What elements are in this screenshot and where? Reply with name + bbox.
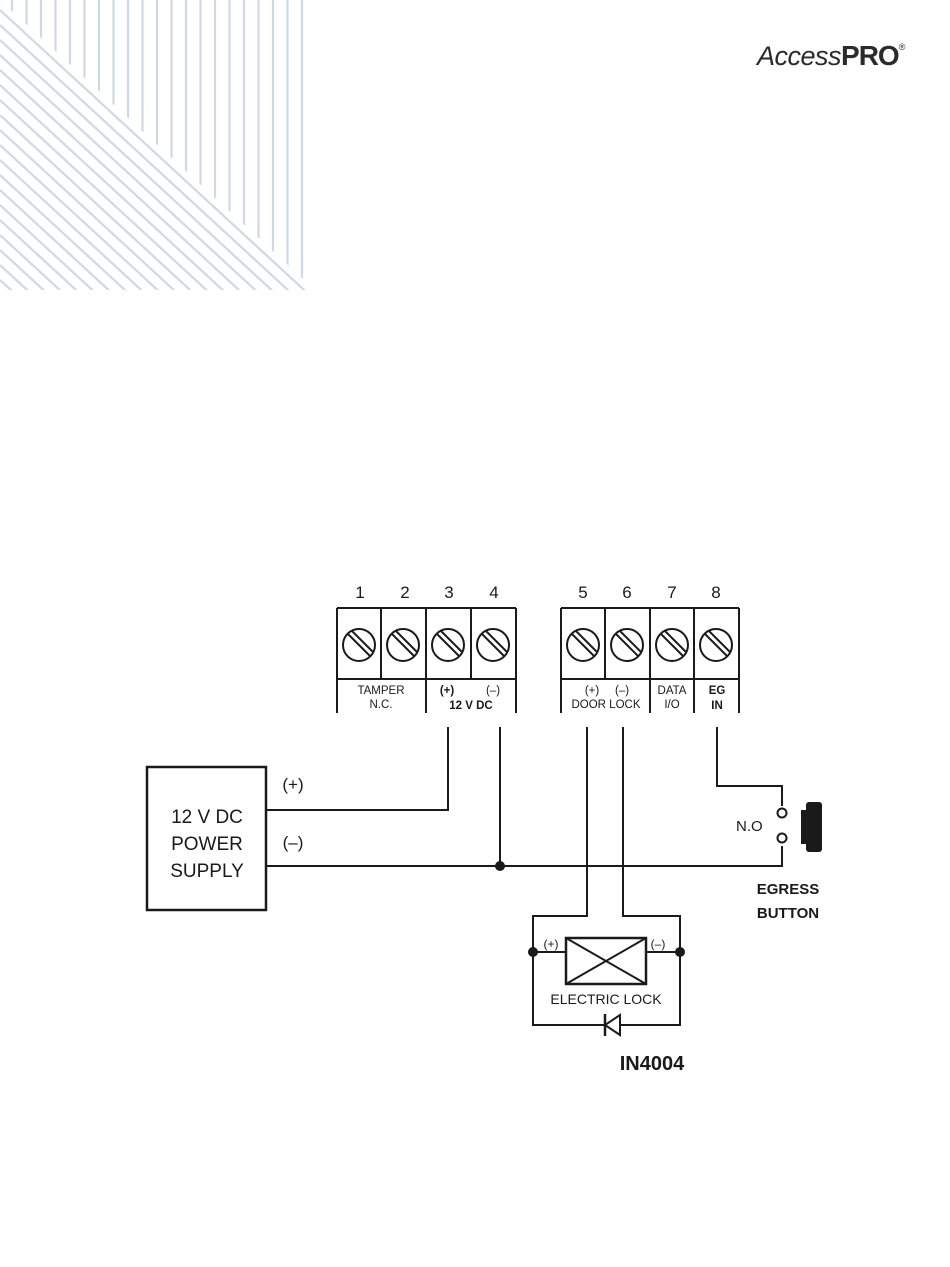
- label-12vdc-plus: (+): [440, 685, 455, 697]
- screw-icon: [387, 629, 419, 661]
- wire-lock-plus: [533, 727, 587, 952]
- terminal-number-2: 2: [400, 583, 409, 602]
- label-door-plus: (+): [585, 685, 600, 697]
- junction-dot: [675, 947, 685, 957]
- label-eg: EG: [709, 685, 726, 697]
- screw-icon: [656, 629, 688, 661]
- screw-icon: [343, 629, 375, 661]
- label-tamper: TAMPER: [357, 685, 404, 697]
- egress-label-line-2: BUTTON: [757, 905, 819, 922]
- power-supply-line-1: 12 V DC: [171, 807, 243, 828]
- label-io: I/O: [664, 699, 679, 711]
- terminal-number-1: 1: [355, 583, 364, 602]
- label-nc: N.C.: [370, 699, 393, 711]
- wire-plus-12v: [266, 727, 448, 810]
- terminal-number-4: 4: [489, 583, 498, 602]
- switch-contact: [778, 834, 787, 843]
- block-2-labels: (+) (–) DOOR LOCK DATA I/O EG IN: [571, 685, 725, 712]
- lock-minus-label: (–): [651, 937, 666, 951]
- diode-part-label: IN4004: [620, 1053, 685, 1075]
- screw-icon: [700, 629, 732, 661]
- egress-button: N.O EGRESS BUTTON: [736, 802, 822, 922]
- power-supply-plus-label: (+): [282, 775, 303, 794]
- terminal-screws: [343, 629, 732, 661]
- junction-dot: [495, 861, 505, 871]
- block-1-labels: TAMPER N.C. (+) (–) 12 V DC: [357, 685, 500, 712]
- power-supply-line-2: POWER: [171, 834, 243, 855]
- wire-egress-in: [717, 727, 782, 806]
- label-door-minus: (–): [615, 685, 629, 697]
- terminal-number-7: 7: [667, 583, 676, 602]
- switch-contact: [778, 809, 787, 818]
- label-data: DATA: [658, 685, 687, 697]
- wire-ground: [266, 846, 782, 866]
- wire-lock-minus: [623, 727, 680, 952]
- electric-lock-label: ELECTRIC LOCK: [550, 991, 662, 1007]
- terminal-number-6: 6: [622, 583, 631, 602]
- power-supply-minus-label: (–): [283, 833, 304, 852]
- junction-dot: [528, 947, 538, 957]
- terminal-number-3: 3: [444, 583, 453, 602]
- label-in: IN: [711, 700, 723, 712]
- terminal-number-5: 5: [578, 583, 587, 602]
- label-12vdc: 12 V DC: [449, 700, 492, 712]
- label-door-lock: DOOR LOCK: [571, 699, 640, 711]
- diode-icon: [598, 1013, 624, 1037]
- screw-icon: [477, 629, 509, 661]
- screw-icon: [611, 629, 643, 661]
- wires: [266, 727, 782, 952]
- egress-label-line-1: EGRESS: [757, 881, 820, 898]
- electric-lock: [533, 938, 680, 1025]
- button-plunger-head: [806, 802, 822, 852]
- power-supply-line-3: SUPPLY: [170, 861, 244, 882]
- lock-plus-label: (+): [544, 937, 559, 951]
- egress-no-label: N.O: [736, 818, 763, 835]
- terminal-number-8: 8: [711, 583, 720, 602]
- label-12vdc-minus: (–): [486, 685, 500, 697]
- power-supply: 12 V DC POWER SUPPLY (+) (–): [147, 767, 304, 910]
- screw-icon: [567, 629, 599, 661]
- screw-icon: [432, 629, 464, 661]
- terminal-numbers: 1 2 3 4 5 6 7 8: [355, 583, 720, 602]
